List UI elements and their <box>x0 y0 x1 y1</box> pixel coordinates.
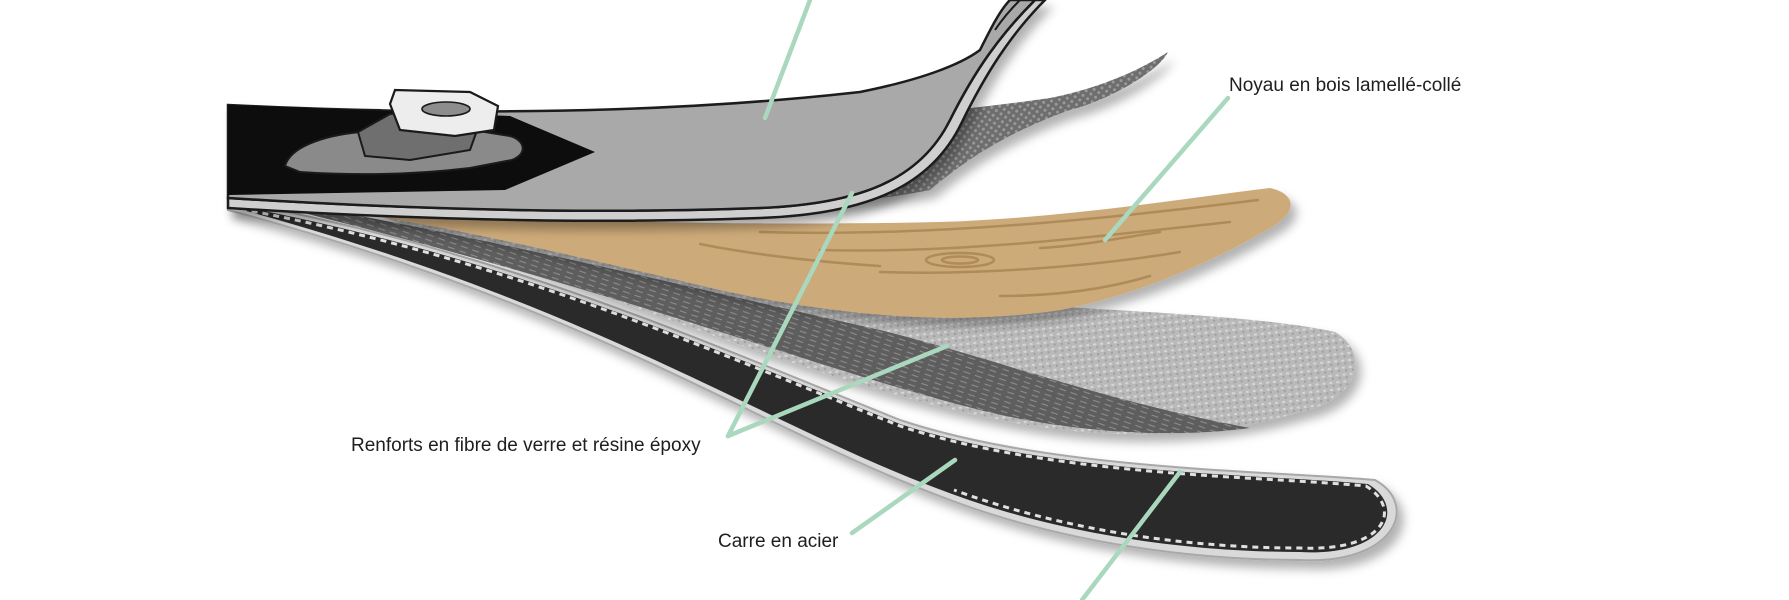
leader-base <box>1079 469 1183 600</box>
binding-window <box>421 101 471 117</box>
leader-wood-core <box>1102 95 1231 243</box>
ski-binding <box>283 88 524 176</box>
leader-lines <box>725 0 1231 600</box>
leader-steel-edge <box>849 457 958 536</box>
label-steel-edge: Carre en acier <box>718 531 839 552</box>
leader-topsheet <box>762 0 813 121</box>
tip-stripe <box>994 0 1021 31</box>
ski-base-sole <box>228 204 1388 553</box>
fiberglass-resin-layer <box>300 205 1250 434</box>
leader-fiber-lower <box>725 343 950 439</box>
wood-grain <box>698 198 1260 298</box>
fiberglass-lower-layer <box>380 212 1356 435</box>
label-fiberglass: Renforts en fibre de verre et résine épo… <box>351 435 701 456</box>
leader-fiber-upper <box>725 190 855 439</box>
steel-edge-dashes <box>229 205 1386 550</box>
label-wood-core: Noyau en bois lamellé-collé <box>1229 75 1462 96</box>
